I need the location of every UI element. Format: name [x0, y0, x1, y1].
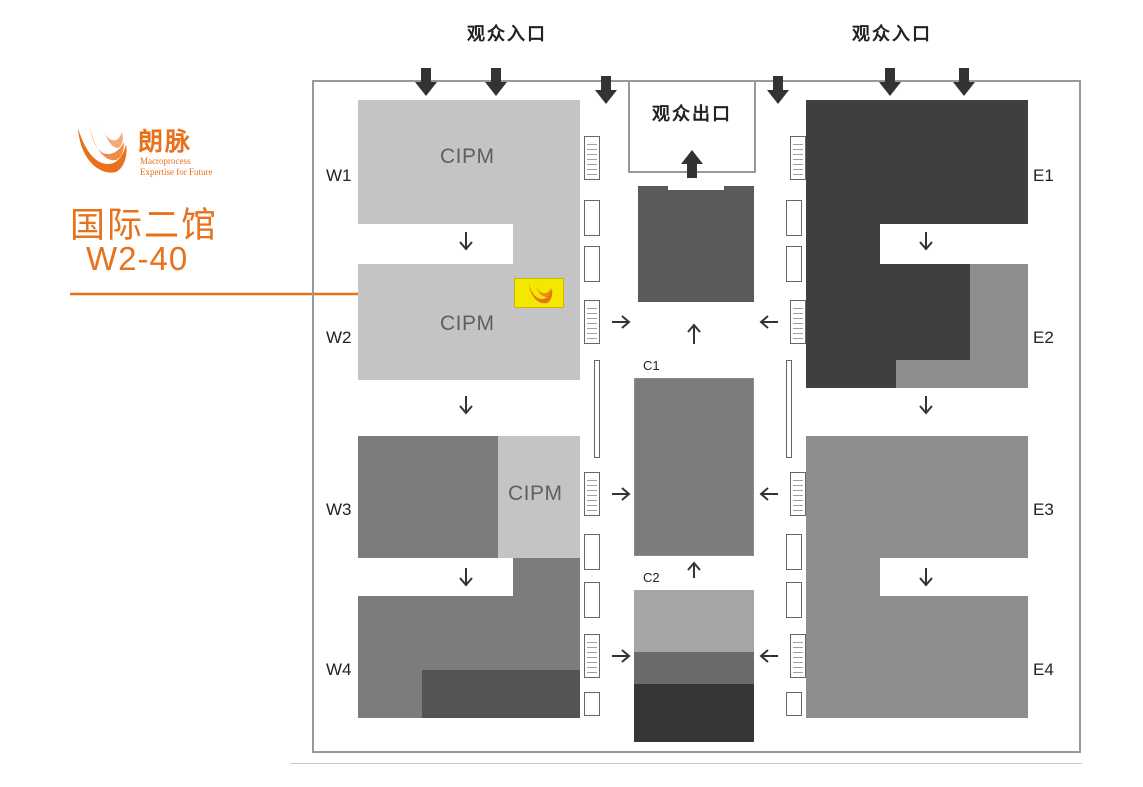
hall-w1[interactable]	[358, 100, 580, 224]
hall-w2-exhibit-label: CIPM	[440, 312, 495, 335]
hall-w4-dark-zone	[422, 670, 580, 718]
hall-e3-e4-link	[806, 558, 880, 598]
facility-block	[584, 300, 600, 344]
hall-w1-w2-link	[513, 222, 580, 266]
hall-label-e4: E4	[1033, 660, 1054, 679]
hall-w3[interactable]	[358, 436, 498, 558]
flow-arrow-icon	[459, 232, 933, 663]
facility-block	[584, 534, 600, 570]
facility-block	[584, 634, 600, 678]
hall-w1-exhibit-label: CIPM	[440, 145, 495, 168]
hall-c2-dark	[634, 684, 754, 742]
hall-w3-w4-link	[513, 558, 580, 598]
entrance-arrow-icon	[595, 76, 617, 104]
booth-number-label: W2-40	[86, 240, 189, 277]
venue-base-line	[290, 763, 1082, 764]
hall-e2[interactable]	[970, 264, 1028, 388]
exit-arrow-icon	[681, 150, 703, 178]
hall-label-e2: E2	[1033, 328, 1054, 347]
hall-e1-link	[806, 222, 880, 266]
hall-label-w1: W1	[326, 166, 352, 185]
entrance-arrow-icon	[879, 68, 901, 96]
exit-corridor-right	[754, 80, 756, 172]
facility-block	[584, 200, 600, 236]
hall-label-w3: W3	[326, 500, 352, 519]
hall-name-label: 国际二馆	[70, 206, 219, 246]
hall-e2-lower	[896, 360, 970, 388]
hall-e1[interactable]	[806, 100, 1028, 224]
facility-block	[786, 582, 802, 618]
facility-block	[790, 136, 806, 180]
facility-block	[786, 246, 802, 282]
entrance-arrow-icon	[953, 68, 975, 96]
brand-tagline-2: Expertise for Future	[140, 167, 213, 177]
entrance-label-left: 观众入口	[467, 24, 547, 45]
entrance-arrow-icon	[415, 68, 437, 96]
booth-highlight[interactable]	[514, 278, 564, 308]
facility-block	[786, 360, 792, 458]
hall-c2-mid	[634, 652, 754, 684]
macroprocess-logo-icon	[529, 282, 553, 304]
facility-block	[786, 200, 802, 236]
hall-center-top[interactable]	[638, 186, 754, 302]
facility-block	[786, 692, 802, 716]
hall-label-w2: W2	[326, 328, 352, 347]
facility-block	[584, 472, 600, 516]
entrance-arrow-icon	[767, 76, 789, 104]
facility-block	[584, 136, 600, 180]
hall-c1[interactable]	[634, 378, 754, 556]
hall-center-top-notch	[668, 176, 724, 190]
entrance-arrow-icon	[485, 68, 507, 96]
venue-boundary	[312, 80, 1081, 753]
macroprocess-logo-icon	[78, 124, 127, 173]
hall-label-c2: C2	[643, 570, 660, 585]
facility-block	[786, 534, 802, 570]
brand-name: 朗脉	[138, 127, 193, 156]
hall-label-e3: E3	[1033, 500, 1054, 519]
hall-e4[interactable]	[806, 596, 1028, 718]
facility-block	[790, 300, 806, 344]
hall-w3-cipm-zone[interactable]	[498, 436, 580, 558]
hall-label-w4: W4	[326, 660, 352, 679]
brand-logo	[72, 120, 134, 182]
hall-c2[interactable]	[634, 590, 754, 652]
hall-e3[interactable]	[806, 436, 1028, 558]
facility-block	[790, 634, 806, 678]
entrance-label-right: 观众入口	[852, 24, 932, 45]
hall-label-c1: C1	[643, 358, 660, 373]
facility-block	[584, 582, 600, 618]
hall-label-e1: E1	[1033, 166, 1054, 185]
facility-block	[584, 246, 600, 282]
facility-block	[594, 360, 600, 458]
brand-tagline-1: Macroprocess	[140, 156, 191, 166]
facility-block	[584, 692, 600, 716]
exit-label: 观众出口	[652, 104, 732, 125]
exit-corridor	[628, 80, 630, 172]
facility-block	[790, 472, 806, 516]
hall-w3-exhibit-label: CIPM	[508, 482, 563, 505]
